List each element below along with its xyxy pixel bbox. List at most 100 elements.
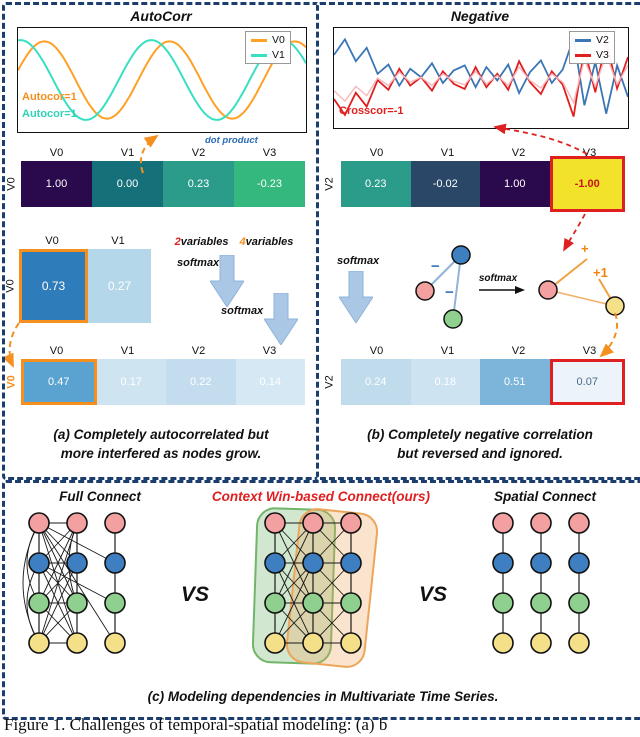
heatmap-cell: 1.00 (21, 161, 92, 207)
svg-line (274, 522, 314, 604)
svg-circle (492, 552, 514, 574)
panel-b: Negative V2 V3 Crosscor=-1 V0 V1 V2 V3 V… (316, 2, 640, 480)
svg-circle (340, 512, 362, 534)
legend-label-v3: V3 (596, 49, 609, 61)
svg-circle (530, 592, 552, 614)
chart-b-legend: V2 V3 (569, 31, 615, 64)
svg-circle (264, 512, 286, 534)
svg-circle (66, 512, 88, 534)
svg-circle (302, 592, 324, 614)
legend-item-v3: V3 (575, 49, 609, 61)
caption-a-line2: more interfered as nodes grow. (60, 446, 262, 461)
vs-label: VS (418, 583, 447, 606)
autocor-annotation-v0: Autocor=1 (22, 91, 77, 103)
softmax-down-arrow-icon (339, 271, 373, 323)
svg-circle (568, 512, 590, 534)
svg-circle (568, 592, 590, 614)
col-header: V0 (369, 345, 384, 357)
legend-label-v2: V2 (596, 34, 609, 46)
caption-c: (c) Modeling dependencies in Multivariat… (147, 689, 499, 704)
legend-swatch-v2 (575, 38, 591, 42)
plus-sign-label: + (581, 241, 589, 256)
svg-circle (264, 552, 286, 574)
panel-c: Full Connect Context Win-based Connect(o… (2, 480, 640, 720)
row-label-v0: V0 (5, 279, 17, 293)
heatmap-cell: 0.23 (341, 161, 411, 207)
heatmap-cell: 0.27 (88, 249, 151, 323)
svg-line (274, 562, 314, 644)
legend-swatch-v1 (251, 53, 267, 57)
col-header: V0 (49, 147, 64, 159)
node-blue (451, 245, 471, 265)
svg-polyline (334, 52, 628, 105)
dot-product-label: dot product (205, 135, 258, 146)
col-header: V1 (120, 147, 135, 159)
col-header: V2 (511, 147, 526, 159)
heatmap-a-4var: 0.47 0.17 0.22 0.14 (21, 359, 305, 405)
panel-a: AutoCorr V0 V1 Autocor=1 Autocor=1 V0 V1… (2, 2, 320, 480)
svg-circle (568, 632, 590, 654)
svg-line (38, 522, 116, 564)
minus-sign-label: − (431, 258, 440, 275)
node-pink (538, 280, 558, 300)
svg-circle (492, 592, 514, 614)
svg-circle (302, 632, 324, 654)
svg-circle (530, 552, 552, 574)
header-spatial-connect: Spatial Connect (493, 489, 596, 504)
softmax-label-2: softmax (221, 305, 264, 317)
legend-item-v1: V1 (251, 49, 285, 61)
svg-line (38, 562, 78, 644)
svg-circle (530, 512, 552, 534)
heatmap-a-2var: 0.73 0.27 (19, 249, 151, 323)
row-label-v0: V0 (6, 177, 18, 191)
heatmap-cell: 0.23 (163, 161, 234, 207)
col-header: V1 (440, 147, 455, 159)
svg-circle (28, 592, 50, 614)
svg-circle (302, 512, 324, 534)
legend-label-v1: V1 (272, 49, 285, 61)
crosscor-annotation: Crosscor=-1 (339, 105, 404, 117)
heatmap-cell: 0.00 (92, 161, 163, 207)
svg-circle (302, 552, 324, 574)
col-header: V2 (191, 147, 206, 159)
legend-swatch-v3 (575, 53, 591, 57)
softmax-down-arrow-icon (210, 255, 244, 307)
svg-circle (492, 632, 514, 654)
correlation-sign-graph: − − softmax + +1 (415, 241, 625, 329)
svg-circle (340, 632, 362, 654)
svg-line (38, 522, 78, 604)
header-context-win-connect: Context Win-based Connect(ours) (211, 489, 431, 504)
two-variables: 2 (174, 236, 181, 248)
svg-circle (104, 552, 126, 574)
softmax-label-1: softmax (177, 257, 220, 269)
minus-sign-label: − (445, 284, 454, 301)
softmax-label: softmax (337, 255, 380, 267)
heatmap-cell-highlight: 0.73 (19, 249, 88, 323)
svg-circle (104, 592, 126, 614)
heatmap-cell: 0.14 (235, 359, 305, 405)
four-variables: 4 (239, 236, 246, 248)
heatmap-a-4var-header: V0 V1 V2 V3 (21, 345, 305, 357)
svg-circle (66, 592, 88, 614)
col-header: V1 (440, 345, 455, 357)
svg-polyline (18, 39, 306, 121)
svg-circle (104, 512, 126, 534)
col-header: V2 (191, 345, 206, 357)
node-yellow (605, 296, 625, 316)
edge-positive (547, 289, 616, 307)
heatmap-cell-negative-one: -1.00 (549, 156, 625, 212)
legend-label-v0: V0 (272, 34, 285, 46)
caption-b-line1: (b) Completely negative correlation (367, 427, 593, 442)
softmax-arrowhead-icon (515, 286, 525, 294)
heatmap-b-softmax-header: V0 V1 V2 V3 (341, 345, 625, 357)
col-header: V1 (120, 345, 135, 357)
heatmap-cell: -0.23 (234, 161, 305, 207)
heatmap-cell-highlight: 0.47 (21, 359, 97, 405)
svg-line (38, 522, 116, 644)
heatmap-a-2var-header: V0 V1 (19, 235, 151, 247)
row-label-v0-highlight: V0 (6, 375, 18, 389)
chart-a-legend: V0 V1 (245, 31, 291, 64)
negative-corr-line-chart (333, 27, 629, 129)
col-header: V0 (45, 235, 59, 247)
row-label-v2: V2 (324, 375, 336, 389)
